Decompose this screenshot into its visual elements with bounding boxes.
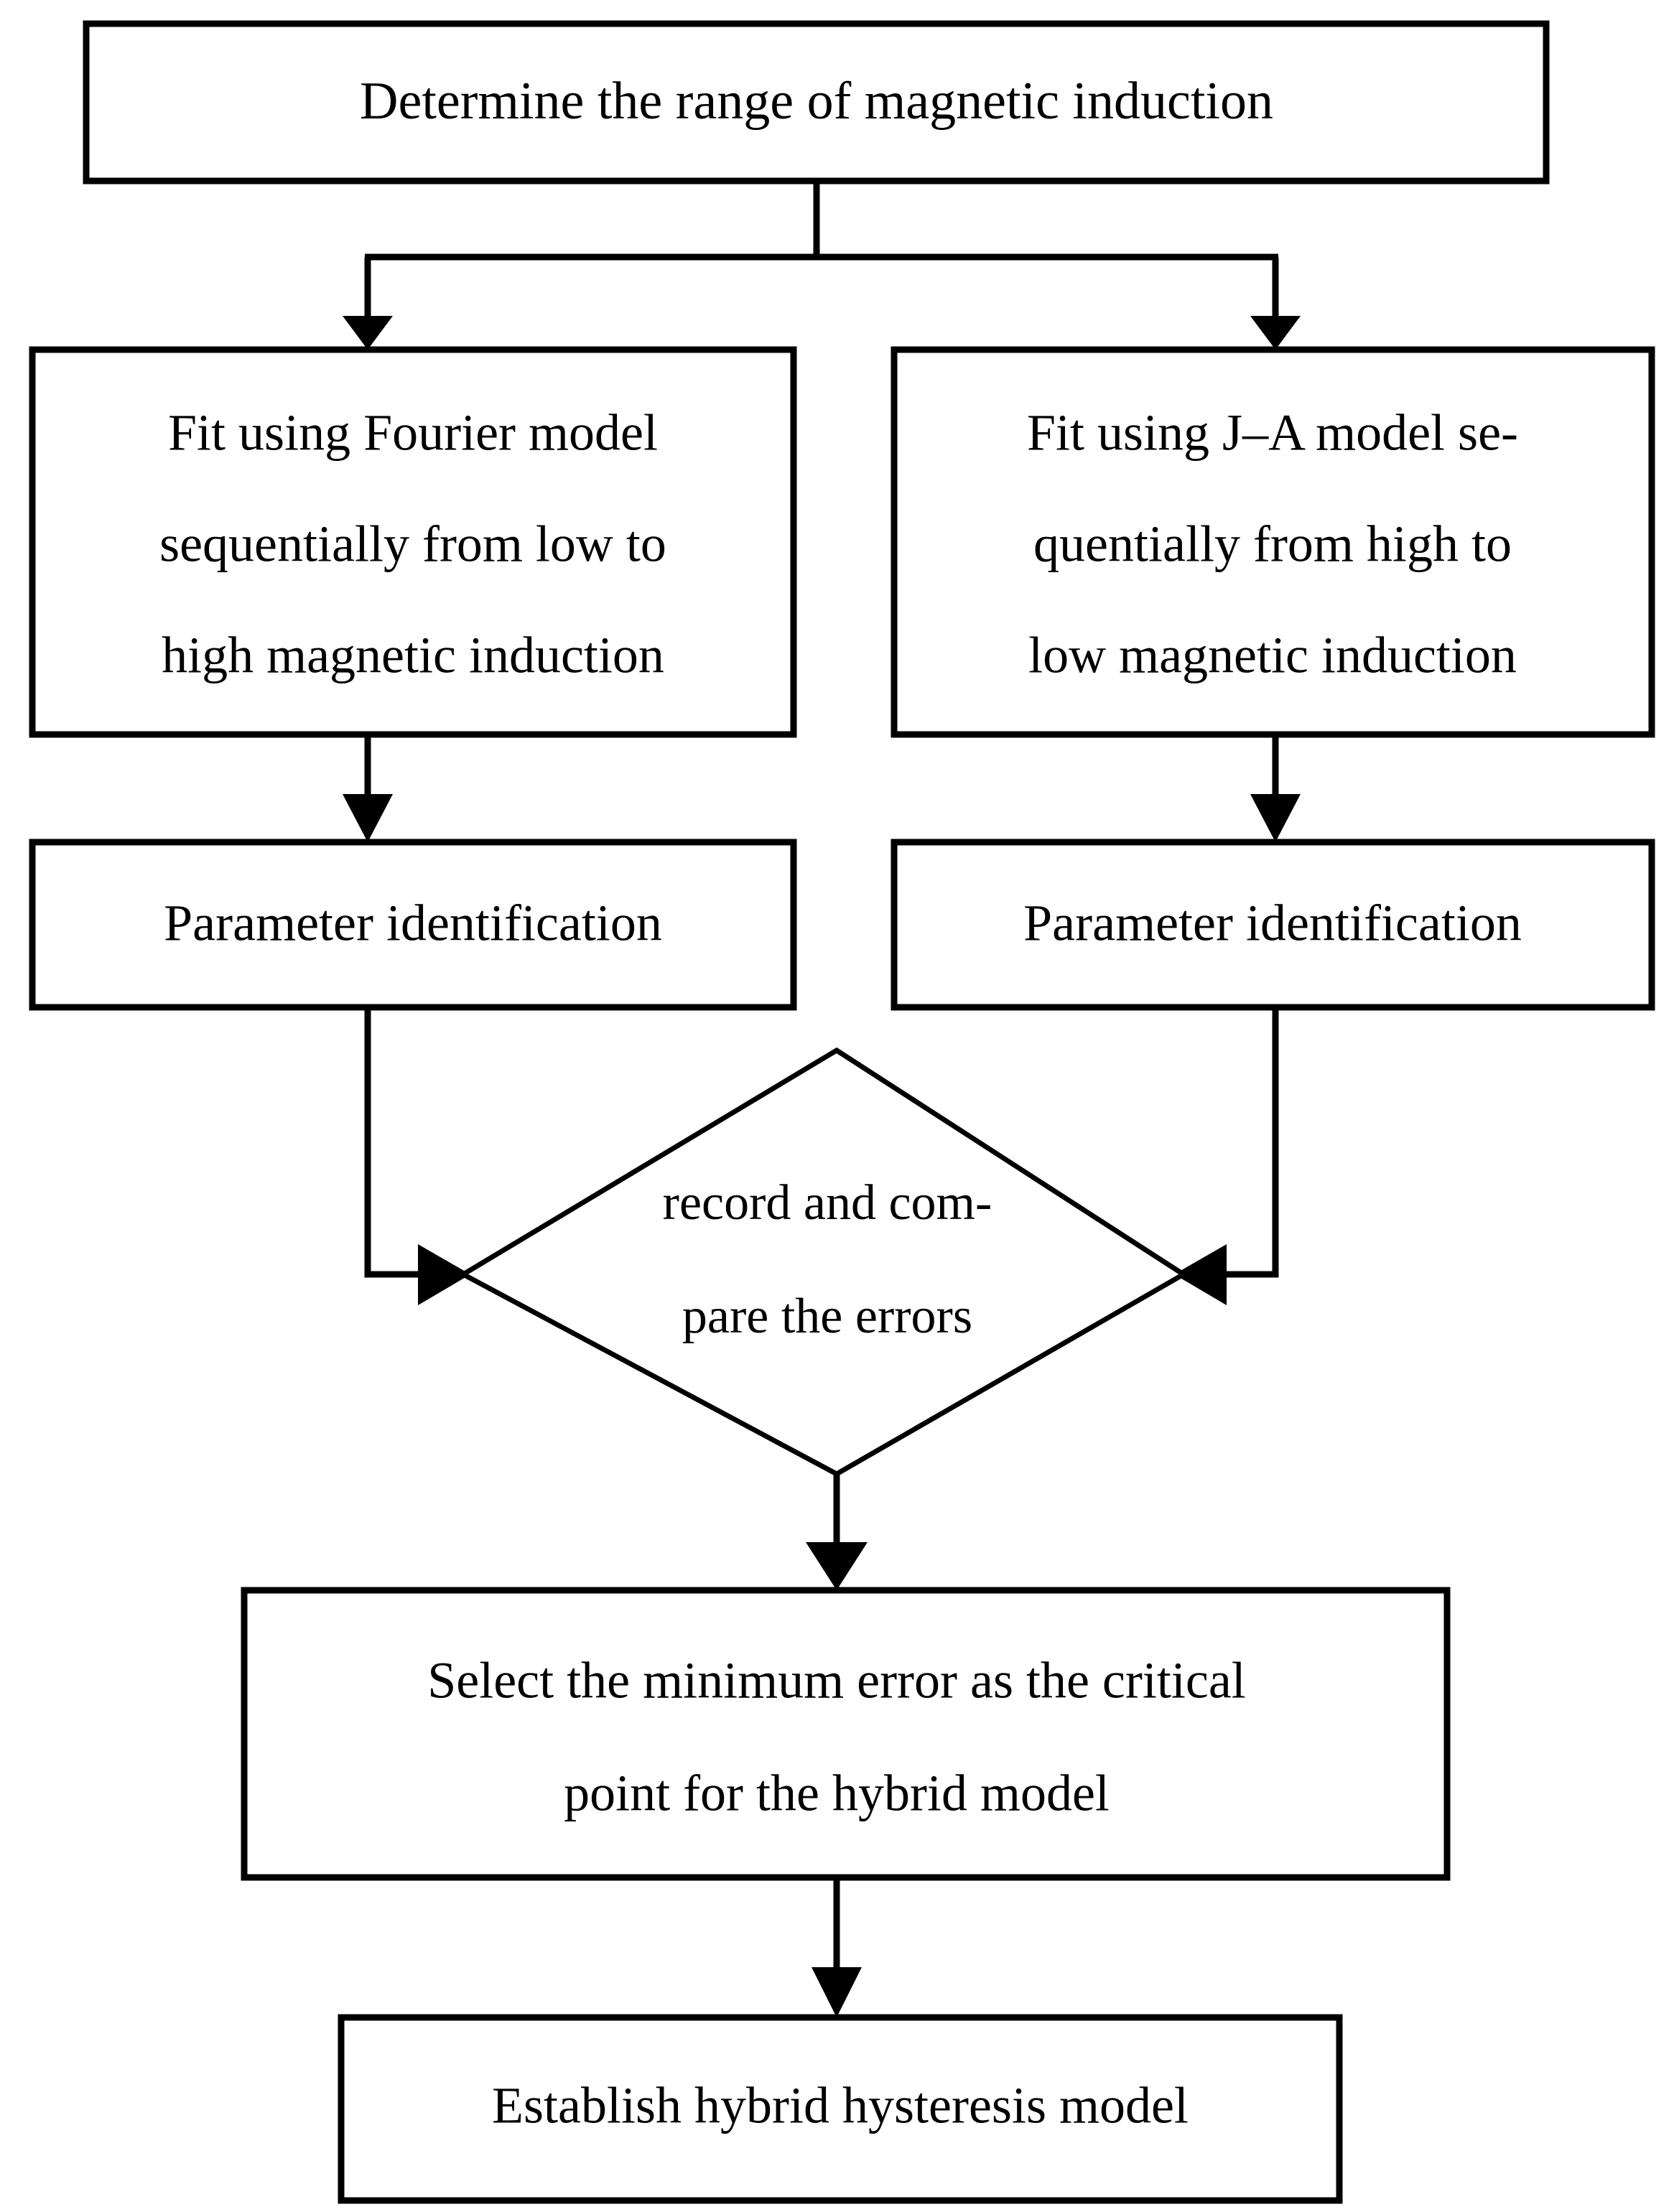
node-fit-ja-line-1: Fit using J–A model se- [1027, 404, 1518, 462]
edge-split-to-fit-fourier [343, 257, 393, 350]
edge-fit-fourier-to-param-left [343, 734, 393, 842]
arrow-down-icon [812, 1967, 862, 2017]
edge-select-to-establish [812, 1877, 862, 2017]
node-establish-model-box [338, 2014, 1343, 2204]
arrow-down-icon [1250, 316, 1301, 350]
node-param-right-label: Parameter identification [1023, 895, 1522, 952]
node-establish-model-label: Establish hybrid hysteresis model [492, 2077, 1189, 2134]
node-param-left-label: Parameter identification [164, 895, 662, 952]
arrow-right-icon [418, 1244, 470, 1305]
node-param-left-box [29, 839, 797, 1011]
edge-fit-ja-to-param-right [1250, 734, 1301, 842]
node-fit-ja-line-2: quentially from high to [1033, 515, 1512, 573]
node-select-min-error-line-1: Select the minimum error as the critical [427, 1652, 1246, 1709]
node-param-right[interactable]: Parameter identification [891, 839, 1655, 1011]
node-select-min-error[interactable]: Select the minimum error as the critical… [241, 1587, 1451, 1881]
node-fit-fourier[interactable]: Fit using Fourier model sequentially fro… [29, 346, 797, 738]
edge-param-right-to-compare [1174, 1007, 1279, 1305]
node-select-min-error-line-2: point for the hybrid model [564, 1765, 1110, 1822]
edge-compare-to-select [806, 1474, 868, 1590]
node-determine-range-line-1: Determine the range of magnetic inductio… [360, 72, 1273, 131]
node-select-min-error-box [241, 1587, 1451, 1881]
arrow-down-icon [343, 794, 393, 842]
arrow-down-icon [1250, 794, 1301, 842]
node-determine-range-box [83, 20, 1550, 185]
node-compare-errors-line-1: record and com- [663, 1175, 992, 1231]
connector-layer [343, 181, 1301, 2017]
node-fit-ja-line-3: low magnetic induction [1028, 627, 1517, 684]
edge-determine-to-split [365, 181, 1278, 261]
node-compare-errors-line-2: pare the errors [682, 1289, 972, 1344]
node-fit-fourier-line-2: sequentially from low to [159, 515, 666, 573]
node-param-right-box [891, 839, 1655, 1011]
node-determine-range[interactable]: Determine the range of magnetic inductio… [83, 20, 1550, 185]
arrow-down-icon [343, 316, 393, 350]
node-establish-model[interactable]: Establish hybrid hysteresis model [338, 2014, 1343, 2204]
node-fit-fourier-line-1: Fit using Fourier model [168, 404, 658, 462]
node-fit-ja[interactable]: Fit using J–A model se- quentially from … [891, 346, 1655, 738]
arrow-down-icon [806, 1542, 868, 1590]
edge-split-to-fit-ja [1250, 257, 1301, 350]
edge-param-left-to-compare [364, 1007, 470, 1305]
node-compare-errors-diamond [457, 1047, 1189, 1478]
edge-elbow [1227, 1007, 1279, 1278]
arrow-left-icon [1174, 1244, 1227, 1305]
node-param-left[interactable]: Parameter identification [29, 839, 797, 1011]
edge-elbow [364, 1007, 418, 1278]
node-fit-ja-box [891, 346, 1655, 738]
node-fit-fourier-line-3: high magnetic induction [162, 627, 664, 684]
node-fit-fourier-box [29, 346, 797, 738]
node-compare-errors[interactable]: record and com- pare the errors [457, 1047, 1189, 1478]
